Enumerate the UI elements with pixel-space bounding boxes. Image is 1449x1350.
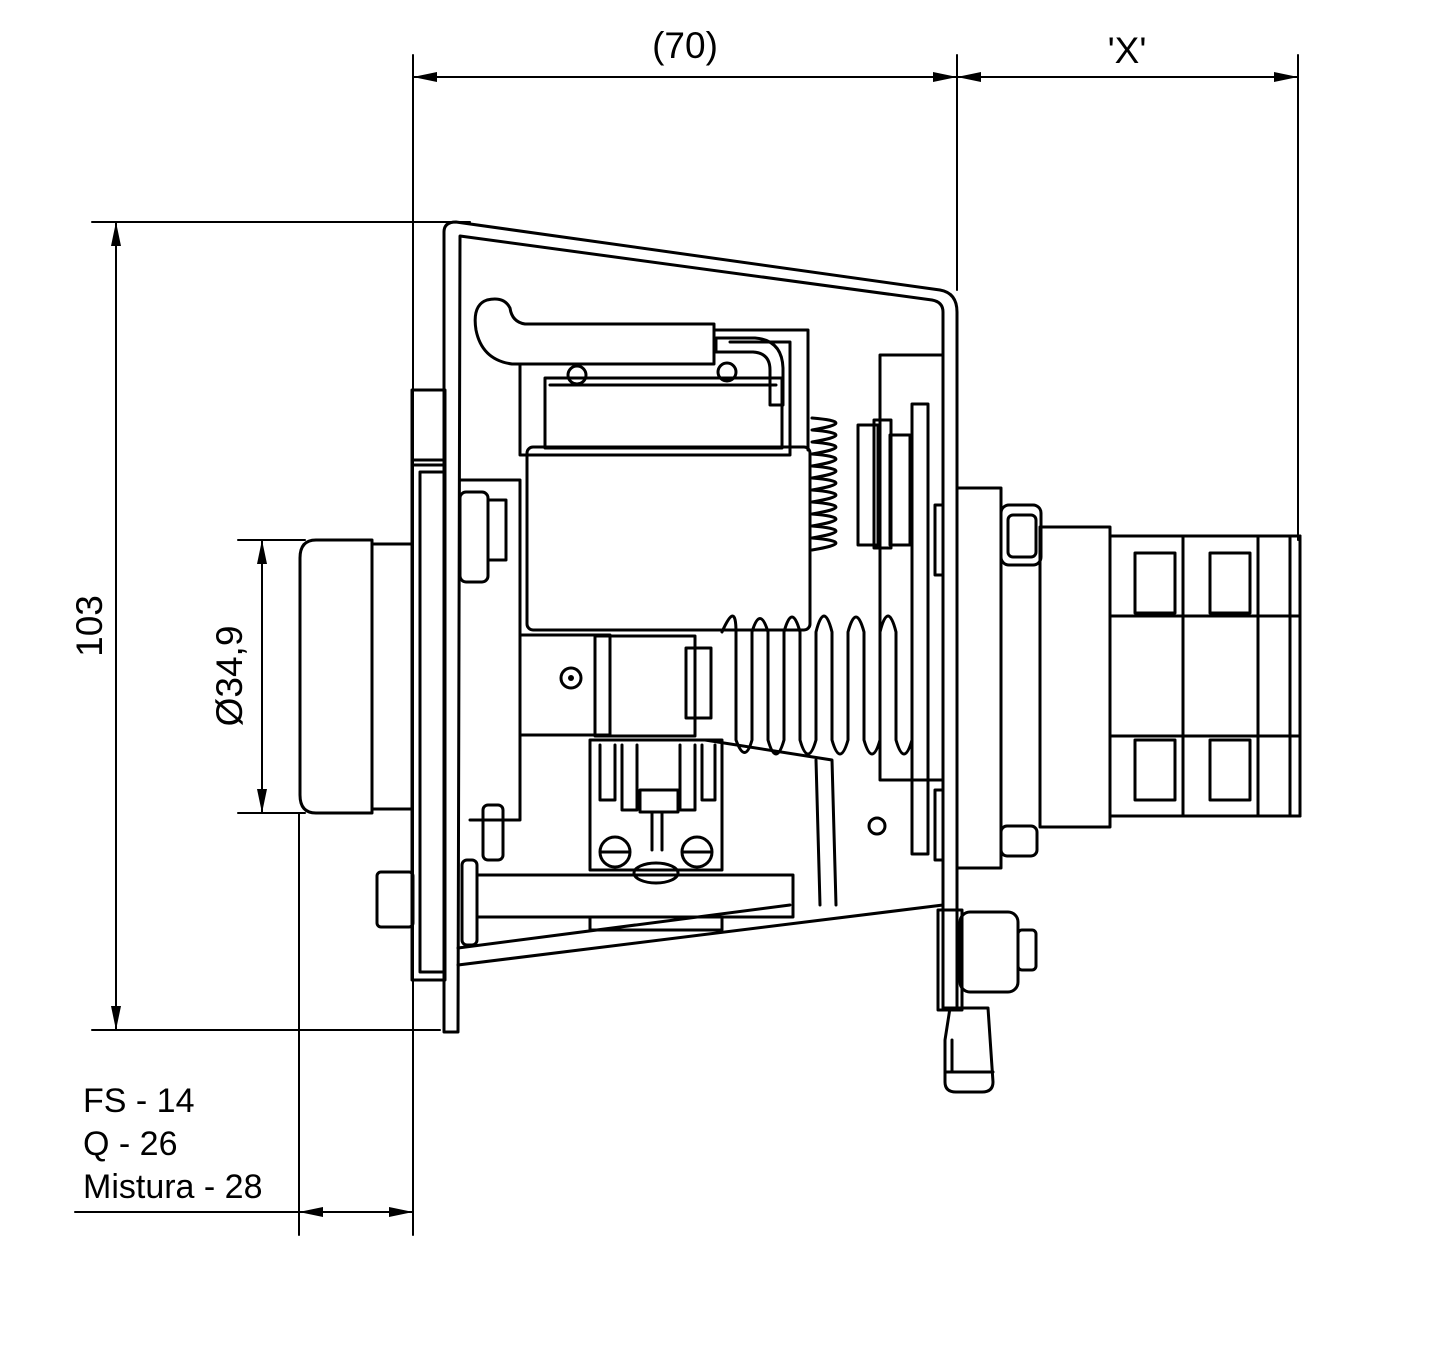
mechanism (298, 220, 1302, 1094)
solenoid-block (525, 445, 812, 632)
switch-body (1108, 534, 1302, 818)
dimension-top-width: (70) (652, 25, 718, 66)
knob-cap (298, 538, 374, 815)
note-fs: FS - 14 (83, 1082, 194, 1120)
small-spring (810, 416, 838, 552)
dimension-height: 103 (69, 595, 110, 657)
large-spring (720, 614, 914, 756)
handle (473, 297, 716, 366)
dimension-top-x: 'X' (1108, 30, 1147, 71)
dimension-diameter: Ø34,9 (209, 626, 250, 727)
right-hub (955, 486, 1003, 870)
main-bracket (442, 220, 959, 1034)
dimension-lines (74, 54, 1299, 1236)
lower-brace (456, 903, 945, 967)
note-q: Q - 26 (83, 1125, 177, 1163)
note-mistura: Mistura - 28 (83, 1168, 263, 1206)
